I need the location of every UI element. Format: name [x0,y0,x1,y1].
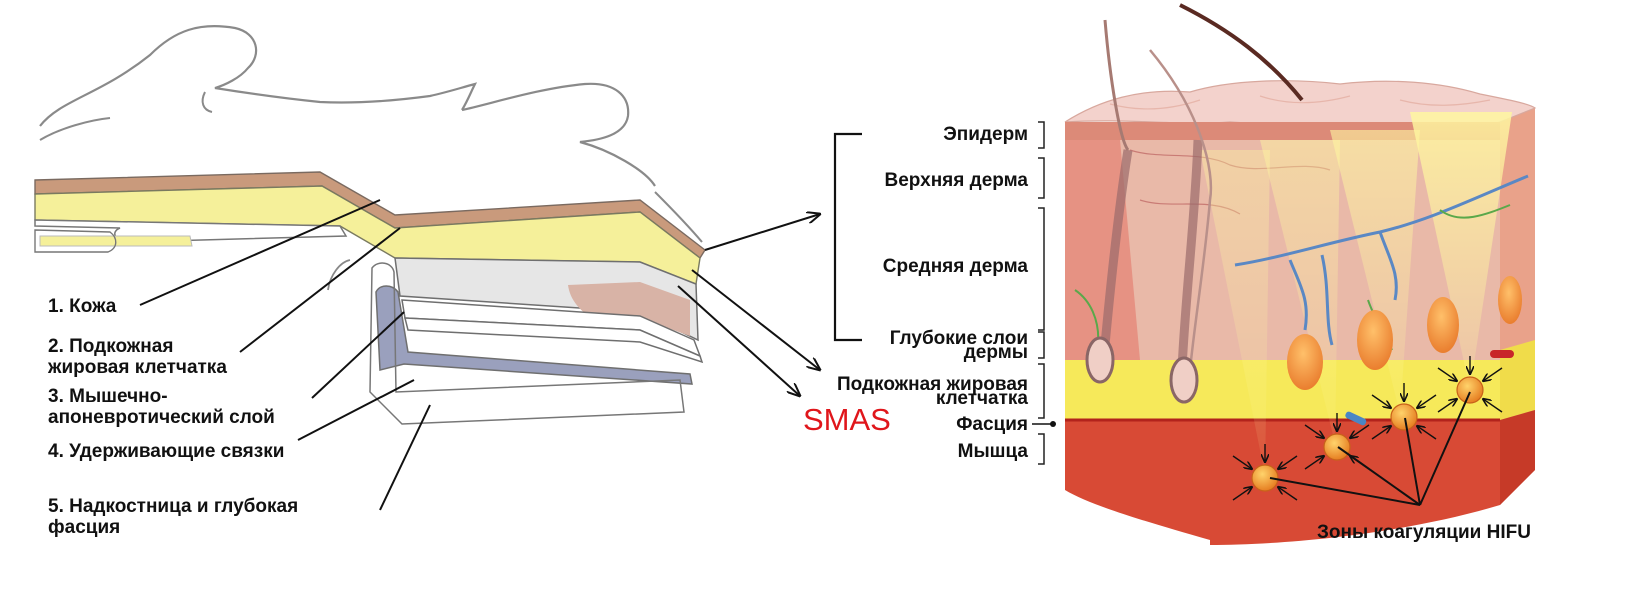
blood-vessel-blue [1234,174,1529,346]
layer-bracket [1038,157,1045,199]
hifu-zones-label: Зоны коагуляции HIFU [1317,522,1531,543]
soft-tissue-pink [568,282,690,336]
coagulation-zone [1437,356,1503,413]
coagulation-zone [1304,413,1370,470]
hair-follicle [1149,49,1213,404]
layer-label-2: Верхняя дерма [885,170,1029,191]
layer-bracket [1038,331,1045,359]
coagulation-zone [1371,383,1437,440]
muscle-front [1065,420,1500,545]
muscle-aponeurotic-layer [394,257,699,342]
hifu-beam [1410,112,1512,390]
layer-bracket [1038,121,1045,149]
layer-bracket [1038,433,1045,465]
hifu-pointer-lines [1269,391,1471,506]
gland-bulbs [1287,276,1522,426]
hifu-coagulation-zones [1232,356,1503,501]
left-leader-lines [139,199,431,511]
retaining-ligaments [375,285,693,385]
fascia-dot [1050,421,1056,427]
hifu-beam [1200,150,1270,475]
left-label-4: 4. Удерживающие связки [48,441,284,462]
skin-block-illustration [1064,3,1537,545]
layer-bracket [1038,207,1045,331]
hair-shaft [1179,3,1304,102]
layer-label-6: Фасция [956,414,1028,435]
face-outline [39,25,656,187]
layer-label-1: Эпидерм [943,124,1028,145]
connector-arrows [677,214,820,396]
left-label-1: 1. Кожа [48,296,117,317]
hair-follicle [1085,19,1133,384]
dermis-group-bracket [833,132,862,342]
periosteum-deep-fascia [369,262,685,425]
left-label-3: 3. Мышечно-апоневротический слой [48,386,275,428]
face-profile-illustration [34,25,706,425]
layer-bracket [1038,363,1045,419]
layer-label-3: Средняя дерма [883,256,1029,277]
hifu-beam [1330,130,1420,414]
layer-label-7: Мышца [958,441,1029,462]
fat-layer-front [1065,360,1500,420]
coagulation-zone [1232,444,1298,501]
dermis-bracket [833,132,862,342]
smas-label: SMAS [803,402,891,437]
